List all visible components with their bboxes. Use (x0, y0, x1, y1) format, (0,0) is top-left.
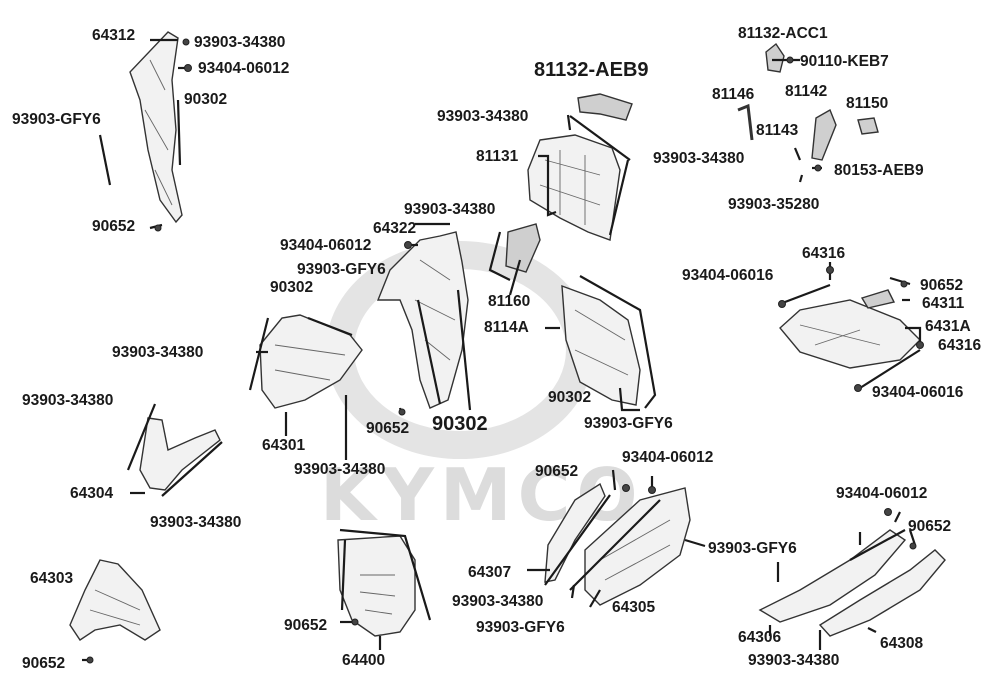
part-81132-acc1 (765, 42, 785, 73)
label-90652-f: 90652 (22, 655, 65, 672)
part-64312-detail (144, 59, 173, 206)
label-90302-big: 90302 (432, 413, 488, 435)
label-8114A: 8114A (484, 319, 529, 336)
label-6431A: 6431A (925, 318, 971, 335)
part-64400 (337, 535, 416, 637)
part-64322-detail (414, 259, 456, 361)
part-81132-aeb9 (577, 93, 633, 121)
label-81142: 81142 (785, 83, 827, 100)
part-6431A-detail (799, 324, 881, 346)
label-93903-34380-h: 93903-34380 (150, 514, 241, 531)
part-labels: 64312 93903-34380 93404-06012 90302 9390… (12, 25, 981, 672)
part-64301-detail (274, 344, 346, 381)
label-93903-34380-b: 93903-34380 (437, 108, 528, 125)
label-93903-35280: 93903-35280 (728, 196, 819, 213)
label-93903-34380-i: 93903-34380 (452, 593, 543, 610)
part-81150 (857, 117, 879, 135)
part-64312 (129, 31, 183, 224)
label-93903-34380-d: 93903-34380 (404, 201, 495, 218)
label-64307: 64307 (468, 564, 511, 581)
label-93903-gfy6-c: 93903-GFY6 (584, 415, 673, 432)
part-64303-detail (89, 589, 141, 626)
label-93903-34380-a: 93903-34380 (194, 34, 285, 51)
label-93404-06016-b: 93404-06016 (872, 384, 964, 401)
label-90652-b: 90652 (920, 277, 963, 294)
label-64301: 64301 (262, 437, 305, 454)
label-90652-d: 90652 (535, 463, 578, 480)
label-64306: 64306 (738, 629, 781, 646)
part-81142 (811, 108, 837, 161)
label-64308: 64308 (880, 635, 923, 652)
label-64311: 64311 (922, 295, 965, 312)
part-64303 (69, 559, 161, 641)
part-64311 (860, 289, 896, 309)
leader-lines (82, 38, 922, 662)
label-90302-b: 90302 (270, 279, 313, 296)
label-90302-c: 90302 (548, 389, 591, 406)
label-93903-gfy6-a: 93903-GFY6 (12, 111, 101, 128)
part-8114A-detail (574, 309, 629, 376)
label-93903-34380-f: 93903-34380 (22, 392, 113, 409)
label-93404-06012-c: 93404-06012 (622, 449, 713, 466)
label-90652-e: 90652 (908, 518, 951, 535)
label-93903-34380-j: 93903-34380 (748, 652, 839, 669)
label-93903-gfy6-d: 93903-GFY6 (708, 540, 797, 557)
part-8114A (561, 284, 641, 406)
label-64316-a: 64316 (802, 245, 845, 262)
label-81132-aeb9: 81132-AEB9 (534, 59, 649, 81)
label-93404-06012-a: 93404-06012 (198, 60, 289, 77)
label-80153-aeb9: 80153-AEB9 (834, 162, 924, 179)
label-81160: 81160 (488, 293, 530, 310)
label-64305: 64305 (612, 599, 655, 616)
label-93404-06012-d: 93404-06012 (836, 485, 927, 502)
label-81131: 81131 (476, 148, 519, 165)
part-64301 (259, 314, 363, 409)
label-64304: 64304 (70, 485, 113, 502)
part-6431A (779, 299, 921, 369)
label-64400: 64400 (342, 652, 385, 669)
label-93903-gfy6-b: 93903-GFY6 (297, 261, 386, 278)
label-64312: 64312 (92, 27, 135, 44)
part-64305-detail (599, 519, 671, 581)
label-90652-c: 90652 (366, 420, 409, 437)
label-93903-34380-e: 93903-34380 (112, 344, 203, 361)
part-81146 (737, 103, 754, 141)
label-90652-a: 90652 (92, 218, 135, 235)
label-93903-gfy6-e: 93903-GFY6 (476, 619, 565, 636)
part-81131-detail (539, 150, 601, 225)
label-93903-34380-g: 93903-34380 (294, 461, 385, 478)
part-64400-detail (359, 574, 396, 615)
label-93404-06016-a: 93404-06016 (682, 267, 774, 284)
label-81132-acc1: 81132-ACC1 (738, 25, 828, 42)
label-64322: 64322 (373, 220, 416, 237)
fasteners (86, 38, 924, 664)
label-81150: 81150 (846, 95, 888, 112)
label-90652-g: 90652 (284, 617, 327, 634)
part-64304 (139, 417, 221, 491)
part-81131 (527, 134, 621, 241)
label-90110-keb7: 90110-KEB7 (800, 53, 889, 70)
part-64306 (758, 529, 907, 623)
label-93903-34380-c: 93903-34380 (653, 150, 744, 167)
part-64305 (584, 487, 691, 606)
part-81160 (505, 223, 541, 273)
label-93404-06012-b: 93404-06012 (280, 237, 371, 254)
label-64303: 64303 (30, 570, 73, 587)
label-81146: 81146 (712, 86, 755, 103)
part-64308 (818, 549, 946, 637)
label-81143: 81143 (756, 122, 799, 139)
label-64316-b: 64316 (938, 337, 981, 354)
label-90302-a: 90302 (184, 91, 227, 108)
